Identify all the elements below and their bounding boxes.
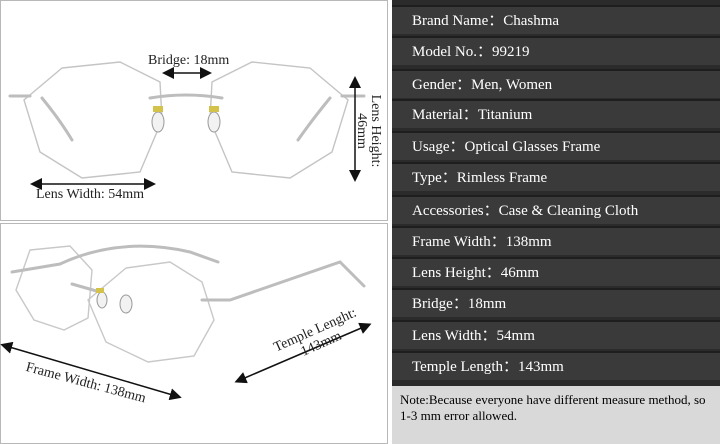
spec-value: Titanium [477,107,533,123]
spec-label: Usage： [412,139,465,155]
frame-width-arrow [0,341,182,401]
spec-row-usage: Usage：Optical Glasses Frame [392,131,720,160]
spec-value: Optical Glasses Frame [464,139,601,155]
spec-row-lens-height: Lens Height：46mm [392,257,720,286]
side-metal-frame [10,244,366,302]
spec-label: Lens Width： [412,328,497,344]
spec-label: Temple Length： [412,359,519,375]
front-left-lens [23,61,163,179]
spec-row-material: Material：Titanium [392,99,720,128]
spec-value: 143mm [518,359,564,375]
product-image-panel: Bridge: 18mm Lens Width: 54mm Lens Heigh… [0,0,390,444]
spec-value: 18mm [467,296,507,312]
spec-row-gender: Gender：Men, Women [392,69,720,98]
spec-row-accessories: Accessories：Case & Cleaning Cloth [392,195,720,224]
spec-row-brand: Brand Name：Chashma [392,5,720,34]
bridge-dimension-label: Bridge: 18mm [148,53,230,68]
measurement-note: Note:Because everyone have different mea… [392,386,720,444]
front-right-lens [209,61,349,179]
spec-row-bridge: Bridge：18mm [392,288,720,317]
side-left-lens [15,245,93,331]
spec-label: Gender： [412,77,472,93]
spec-label: Material： [412,107,478,123]
spec-row-frame-width: Frame Width：138mm [392,226,720,255]
side-right-lens [87,261,215,363]
front-nose-pads [151,106,221,133]
temple-length-arrow [234,322,372,384]
side-nose-pads [96,288,133,314]
spec-value: Chashma [503,13,560,29]
lens-height-dimension-label: Lens Height: 46mm [354,94,383,168]
spec-row-type: Type：Rimless Frame [392,162,720,191]
spec-value: Rimless Frame [456,170,548,186]
spec-value: 54mm [496,328,535,344]
spec-value: 46mm [500,265,540,281]
spec-label: Brand Name： [412,13,504,29]
spec-value: 99219 [492,44,530,60]
glasses-illustration [0,61,372,401]
spec-value: Men, Women [471,77,553,93]
spec-row-model: Model No.：99219 [392,36,720,65]
front-view-box [0,0,388,221]
spec-value: Case & Cleaning Cloth [498,203,639,219]
spec-label: Model No.： [412,44,492,60]
spec-value: 138mm [505,234,552,250]
spec-label: Frame Width： [412,234,506,250]
spec-row-lens-width: Lens Width：54mm [392,320,720,349]
spec-label: Bridge： [412,296,468,312]
spec-label: Accessories： [412,203,499,219]
spec-label: Lens Height： [412,265,501,281]
spec-label: Type： [412,170,457,186]
lens-width-dimension-label: Lens Width: 54mm [36,187,145,202]
spec-row-temple-length: Temple Length：143mm [392,351,720,380]
front-metal-frame [8,93,366,142]
spec-table: Brand Name：Chashma Model No.：99219 Gende… [392,0,720,444]
